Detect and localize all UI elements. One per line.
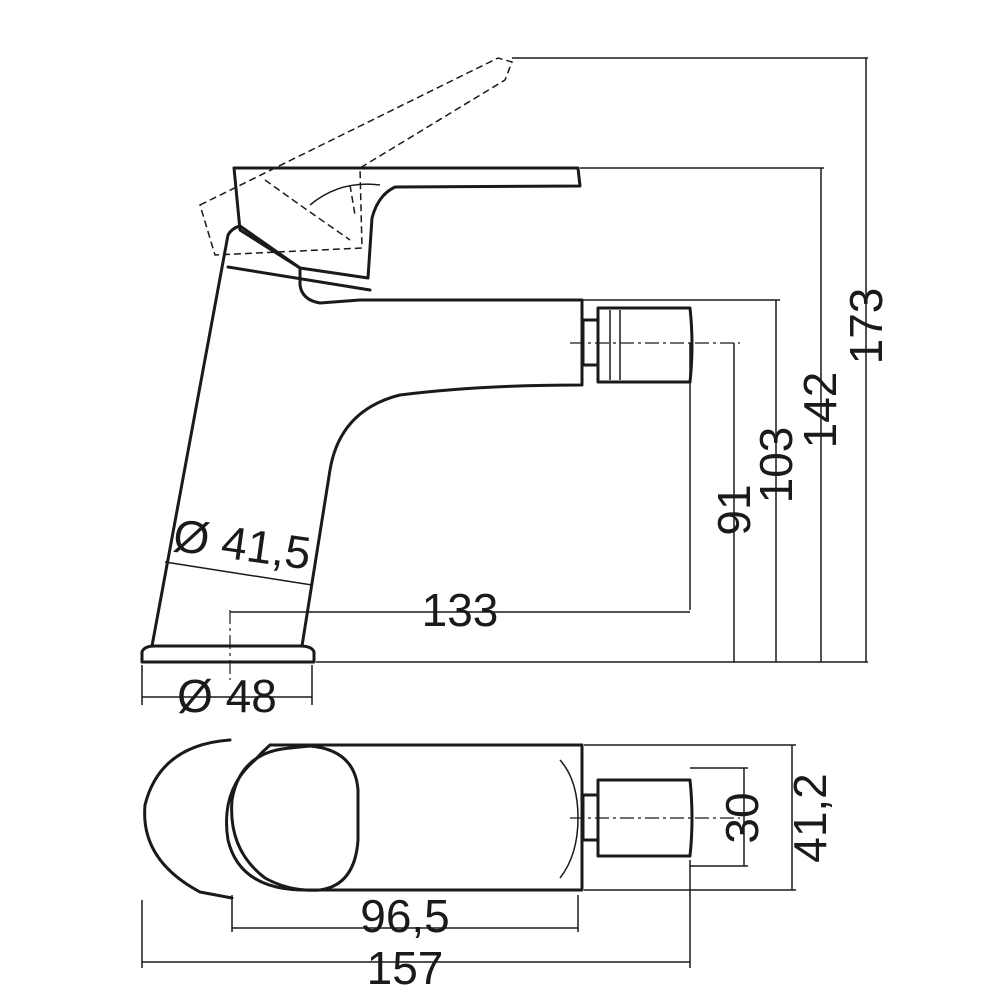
ext-lines (316, 57, 868, 663)
top-ext-lines (141, 744, 796, 968)
lever-curve (309, 183, 381, 206)
base-plate (140, 644, 316, 664)
dim-91-text: 91 (708, 484, 760, 535)
top-base-circle (143, 738, 234, 900)
outlet-nozzle (596, 306, 694, 384)
lever-ghost-inner (264, 179, 356, 241)
dim-173-text: 173 (840, 288, 892, 365)
top-view (141, 738, 796, 968)
nozzle-detail (609, 310, 621, 380)
top-body-step (559, 759, 579, 879)
dim-96-5-text: 96,5 (360, 890, 450, 942)
dim-30-text: 30 (716, 792, 768, 843)
top-outlet-nozzle (596, 778, 694, 858)
dim-41-5-text: Ø 41,5 (170, 509, 314, 580)
lever-base-ring (226, 265, 372, 292)
dim-133-text: 133 (422, 584, 499, 636)
dim-103-text: 103 (750, 427, 802, 504)
lever-handle (232, 166, 582, 280)
dim-48-line (141, 665, 313, 705)
dim-41-5-line (164, 561, 313, 586)
dim-157-text: 157 (367, 942, 444, 994)
lever-raised-ghost (199, 57, 513, 256)
dim-142-text: 142 (794, 372, 846, 449)
dim-41-2-text: 41,2 (784, 773, 836, 863)
top-lever-disc (230, 744, 360, 892)
top-body-outline (225, 743, 584, 892)
side-view (140, 57, 868, 705)
dim-48-text: Ø 48 (177, 670, 277, 722)
